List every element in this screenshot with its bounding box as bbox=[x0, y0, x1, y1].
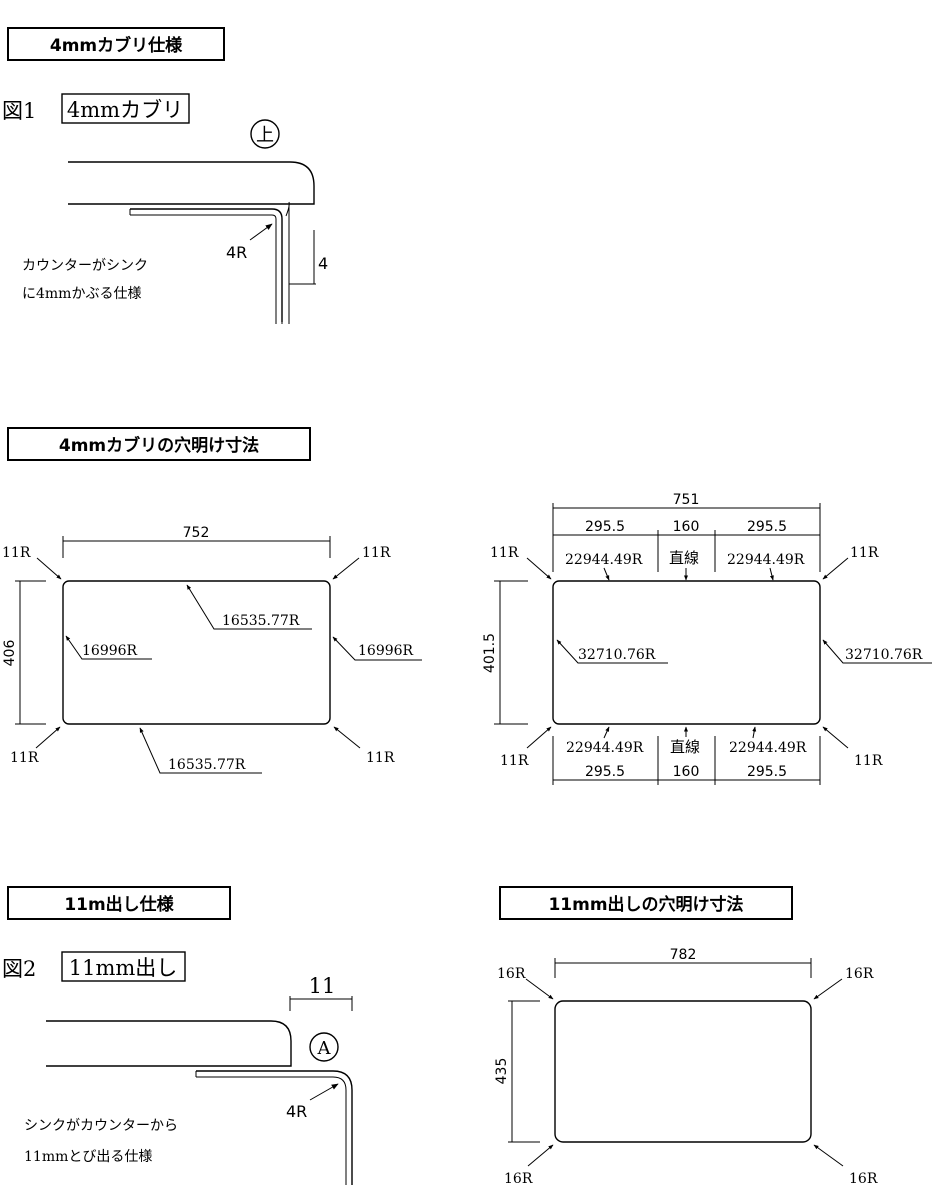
cutout-b-bottom-left-arc: 22944.49R bbox=[566, 740, 644, 756]
sink-flange-outer bbox=[130, 208, 283, 322]
cutout-b-corner-tl: 11R bbox=[490, 545, 519, 561]
section-header-spec11: 11m出し仕様 bbox=[7, 886, 231, 920]
section-header-spec4: 4mmカブリ仕様 bbox=[7, 27, 225, 61]
cutout-c-outline bbox=[554, 1000, 812, 1143]
bend-radius-arrow bbox=[309, 1083, 339, 1101]
top-marker-circle bbox=[250, 119, 280, 149]
cutout-a-corner-tl: 11R bbox=[2, 545, 31, 561]
cutout-a-corner-br: 11R bbox=[366, 750, 395, 766]
bend-radius-label: 4R bbox=[226, 243, 247, 262]
bend-radius-label: 4R bbox=[286, 1102, 307, 1121]
figure-2-note-2: 11mmとび出る仕様 bbox=[24, 1149, 152, 1165]
cutout-a-right-arc: 16996R bbox=[358, 643, 414, 659]
cutout-a-top-arc: 16535.77R bbox=[222, 613, 300, 629]
cutout-a: 752 406 11R 11R 11R 11R 16535.77R 16535.… bbox=[2, 525, 422, 774]
top-marker-label: 上 bbox=[256, 125, 274, 146]
cutout-b-top-left-arc: 22944.49R bbox=[565, 552, 643, 568]
cutout-b-seg-right-top: 295.5 bbox=[747, 519, 787, 535]
section-header-label: 4mmカブリの穴明け寸法 bbox=[59, 435, 259, 456]
cutout-b-bottom-right-arc: 22944.49R bbox=[729, 740, 807, 756]
overlap-dim-label: 4 bbox=[318, 254, 328, 273]
marker-a-circle bbox=[309, 1032, 339, 1062]
cutout-b-top-right-arc: 22944.49R bbox=[727, 552, 805, 568]
cutout-a-corner-bl: 11R bbox=[10, 750, 39, 766]
cutout-c-corner-bl: 16R bbox=[504, 1171, 533, 1187]
marker-a-label: A bbox=[317, 1038, 332, 1059]
figure-1-prefix: 図1 bbox=[2, 99, 36, 123]
cutout-a-bottom-arc: 16535.77R bbox=[168, 757, 246, 773]
section-header-box bbox=[7, 427, 311, 461]
cutout-c-corner-br: 16R bbox=[849, 1171, 878, 1187]
cutout-a-left-arc: 16996R bbox=[82, 643, 138, 659]
protrusion-dim-label: 11 bbox=[309, 974, 336, 998]
figure-1-title: 4mmカブリ bbox=[67, 98, 183, 122]
cutout-b-height-label: 401.5 bbox=[482, 633, 498, 673]
cutout-c-corner-tl: 16R bbox=[497, 966, 526, 982]
figure-1-title-box bbox=[61, 93, 190, 124]
cutout-b-seg-mid-bottom: 160 bbox=[673, 764, 700, 780]
figure-1-note-1: カウンターがシンク bbox=[22, 258, 148, 274]
cutout-a-width-label: 752 bbox=[183, 525, 210, 541]
cutout-c-width-label: 782 bbox=[670, 947, 697, 963]
section-header-label: 11mm出しの穴明け寸法 bbox=[548, 894, 743, 915]
cutout-b-bottom-straight: 直線 bbox=[670, 738, 700, 756]
section-header-box bbox=[7, 886, 231, 920]
figure-2-title-box bbox=[61, 951, 186, 982]
section-header-holes11: 11mm出しの穴明け寸法 bbox=[499, 886, 793, 920]
cutout-a-corner-tr: 11R bbox=[362, 545, 391, 561]
cutout-c-height-label: 435 bbox=[494, 1058, 510, 1085]
sink-flange-inner bbox=[196, 1076, 347, 1185]
cutout-b-outline bbox=[552, 580, 821, 725]
section-header-box bbox=[7, 27, 225, 61]
figure-2-prefix: 図2 bbox=[2, 957, 36, 981]
cutout-a-outline bbox=[62, 580, 331, 725]
bend-radius-arrow bbox=[249, 223, 273, 241]
cutout-b-seg-left-top: 295.5 bbox=[585, 519, 625, 535]
cutout-b-corner-br: 11R bbox=[854, 753, 883, 769]
cutout-b-corner-tr: 11R bbox=[850, 545, 879, 561]
cutout-b-right-arc: 32710.76R bbox=[845, 647, 923, 663]
section-header-label: 4mmカブリ仕様 bbox=[50, 35, 183, 56]
figure-1-note-2: に4mmかぶる仕様 bbox=[22, 286, 141, 302]
cutout-b-seg-left-bottom: 295.5 bbox=[585, 764, 625, 780]
cutout-b-top-straight: 直線 bbox=[669, 549, 699, 567]
section-header-holes4: 4mmカブリの穴明け寸法 bbox=[7, 427, 311, 461]
sink-flange-outer bbox=[196, 1070, 353, 1185]
counter-profile bbox=[68, 161, 315, 205]
cutout-b-left-arc: 32710.76R bbox=[578, 647, 656, 663]
sink-flange-inner bbox=[130, 214, 277, 322]
cutout-b-width-label: 751 bbox=[673, 492, 700, 508]
cutout-b-seg-right-bottom: 295.5 bbox=[747, 764, 787, 780]
figure-2-note-1: シンクがカウンターから bbox=[24, 1118, 178, 1134]
cutout-b: 751 295.5 160 295.5 22944.49R 直線 22944.4… bbox=[482, 492, 932, 785]
counter-profile bbox=[46, 1020, 292, 1067]
cutout-c-corner-tr: 16R bbox=[845, 966, 874, 982]
cutout-a-height-label: 406 bbox=[2, 640, 18, 667]
cutout-b-seg-mid-top: 160 bbox=[673, 519, 700, 535]
section-header-box bbox=[499, 886, 793, 920]
cutout-b-corner-bl: 11R bbox=[500, 753, 529, 769]
cutout-c: 782 435 16R 16R 16R 16R bbox=[494, 947, 878, 1187]
figure-2-title: 11mm出し bbox=[69, 956, 178, 980]
section-header-label: 11m出し仕様 bbox=[64, 894, 174, 915]
figure-1: 図1 4mmカブリ 上 4R 4 カウンターがシンク に4mmかぶる仕様 bbox=[2, 93, 328, 324]
figure-2: 図2 11mm出し 11 A 4R シンクがカウンターから 11mmとび出る仕様 bbox=[2, 951, 353, 1185]
